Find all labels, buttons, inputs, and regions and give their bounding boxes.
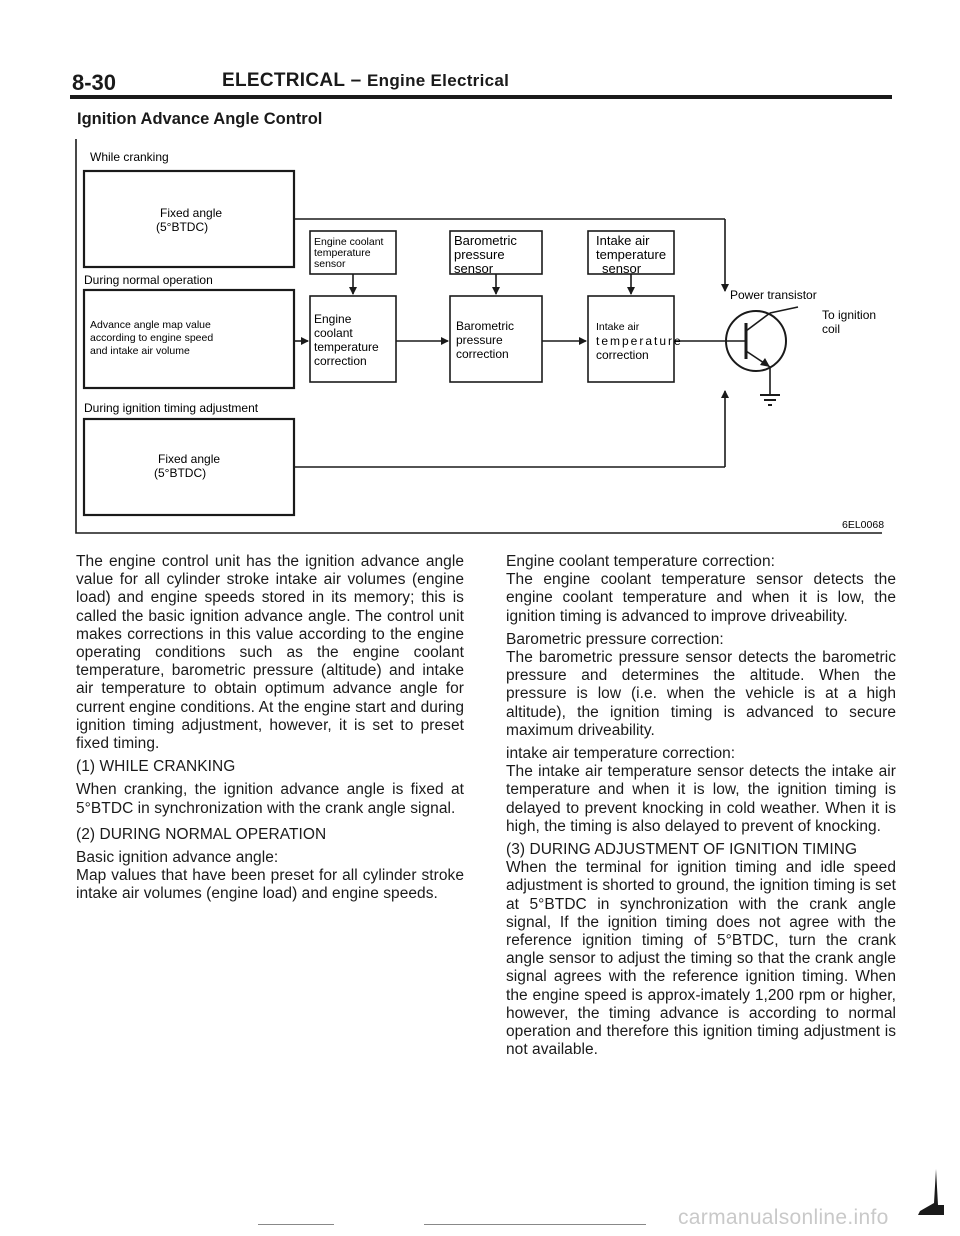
label-fixed-angle-1: Fixed angle xyxy=(160,206,222,220)
label-fixed-angle-value-2: (5°BTDC) xyxy=(154,466,206,480)
watermark: carmanualsonline.info xyxy=(678,1206,889,1229)
intake-corr-line-3: correction xyxy=(596,348,649,362)
paragraph-basic-advance: Map values that have been preset for all… xyxy=(76,867,464,903)
intake-sensor-line-1: Intake air xyxy=(596,233,650,248)
advance-map-line-3: and intake air volume xyxy=(90,345,190,357)
ignition-control-diagram: While cranking Fixed angle (5°BTDC) Duri… xyxy=(70,133,892,543)
label-during-normal: During normal operation xyxy=(84,273,213,287)
paragraph-baro-correction: The barometric pressure sensor detects t… xyxy=(506,649,896,739)
coolant-sensor-line-1: Engine coolant xyxy=(314,236,384,248)
page-number: 8-30 xyxy=(72,70,117,95)
advance-map-line-1: Advance angle map value xyxy=(90,319,211,331)
label-to-ignition-2: coil xyxy=(822,322,840,336)
coolant-corr-line-1: Engine xyxy=(314,312,352,326)
heading-normal-operation: (2) DURING NORMAL OPERATION xyxy=(76,825,327,843)
header-rule xyxy=(70,95,892,99)
intake-sensor-line-3: sensor xyxy=(602,261,642,276)
heading-while-cranking: (1) WHILE CRANKING xyxy=(76,758,236,776)
baro-corr-line-1: Barometric xyxy=(456,319,514,333)
right-column: Engine coolant temperature correction: T… xyxy=(506,553,896,1059)
page-title: Ignition Advance Angle Control xyxy=(77,110,323,128)
heading-intake-correction: intake air temperature correction: xyxy=(506,745,736,763)
heading-baro-correction: Barometric pressure correction: xyxy=(506,630,724,648)
corner-arrow-icon xyxy=(918,1169,944,1215)
intake-corr-line-1: Intake air xyxy=(596,321,640,333)
coolant-corr-line-4: correction xyxy=(314,354,367,368)
subsection-name: Engine Electrical xyxy=(367,71,510,90)
advance-map-box xyxy=(82,288,296,390)
label-while-cranking: While cranking xyxy=(90,150,169,164)
paragraph-timing-adjustment: When the terminal for ignition timing an… xyxy=(506,859,896,1059)
label-fixed-angle-value-1: (5°BTDC) xyxy=(156,220,208,234)
baro-sensor-line-1: Barometric xyxy=(454,233,517,248)
left-column: The engine control unit has the ignition… xyxy=(76,553,464,904)
diagram-canvas: While cranking Fixed angle (5°BTDC) Duri… xyxy=(75,139,884,534)
paragraph-while-cranking: When cranking, the ignition advance angl… xyxy=(76,781,464,817)
coolant-sensor-line-3: sensor xyxy=(314,258,346,270)
barometric-correction-box xyxy=(449,295,543,383)
heading-timing-adjustment: (3) DURING ADJUSTMENT OF IGNITION TIMING xyxy=(506,841,858,859)
footer-rule-center xyxy=(424,1224,646,1225)
heading-coolant-correction: Engine coolant temperature correction: xyxy=(506,553,775,570)
label-fixed-angle-2: Fixed angle xyxy=(158,452,220,466)
paragraph-coolant-correction: The engine coolant temperature sensor de… xyxy=(506,571,896,625)
intro-paragraph: The engine control unit has the ignition… xyxy=(76,553,464,753)
advance-map-line-2: according to engine speed xyxy=(90,332,213,344)
intake-sensor-line-2: temperature xyxy=(596,247,666,262)
intake-corr-line-2: temperature xyxy=(596,334,683,348)
intake-correction-box xyxy=(587,295,675,383)
baro-sensor-line-2: pressure xyxy=(454,247,505,262)
baro-corr-line-3: correction xyxy=(456,347,509,361)
coolant-corr-line-2: coolant xyxy=(314,326,353,340)
coolant-sensor-line-2: temperature xyxy=(314,247,371,259)
label-power-transistor: Power transistor xyxy=(730,288,817,302)
baro-sensor-line-3: sensor xyxy=(454,261,494,276)
section-separator: – xyxy=(350,70,362,91)
coolant-correction-box xyxy=(309,295,397,383)
diagram-frame xyxy=(75,139,882,534)
section-name: ELECTRICAL xyxy=(222,70,345,91)
label-to-ignition-1: To ignition xyxy=(822,308,876,322)
label-during-timing: During ignition timing adjustment xyxy=(84,401,259,415)
subheading-basic-advance: Basic ignition advance angle: xyxy=(76,849,279,867)
footer-rule-left xyxy=(258,1224,334,1225)
figure-code: 6EL0068 xyxy=(842,519,884,531)
baro-corr-line-2: pressure xyxy=(456,333,503,347)
paragraph-intake-correction: The intake air temperature sensor detect… xyxy=(506,763,896,835)
coolant-corr-line-3: temperature xyxy=(314,340,379,354)
section-title: ELECTRICAL – Engine Electrical xyxy=(222,70,509,92)
